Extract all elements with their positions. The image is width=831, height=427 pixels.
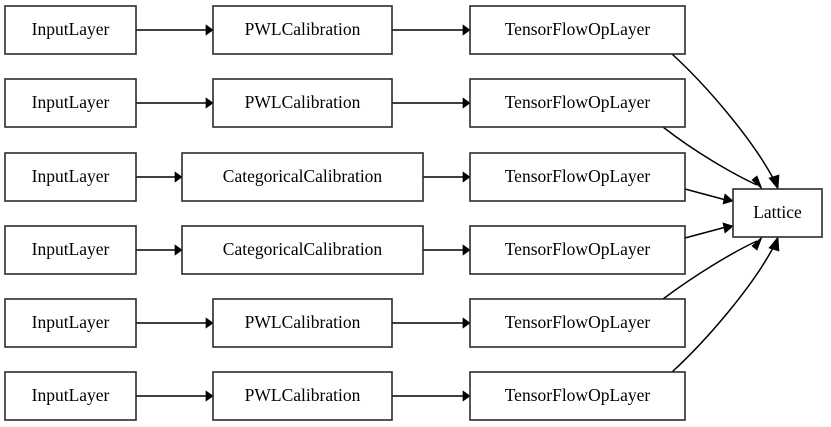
arrowhead-op-to-lattice-row-1 [768, 174, 780, 190]
node-box-input-layer-row-5[interactable] [4, 298, 137, 348]
node-label-input-layer-row-4: InputLayer [32, 239, 110, 259]
arrowhead-calibration-to-op-row-1 [462, 24, 471, 36]
node-calibration-row-6[interactable]: PWLCalibration [212, 371, 393, 421]
edge-group-calibration-to-op [392, 24, 471, 402]
node-box-calibration-row-6[interactable] [212, 371, 393, 421]
node-op-layer-row-1[interactable]: TensorFlowOpLayer [469, 5, 686, 55]
arrowhead-input-to-calibration-row-4 [174, 244, 183, 256]
node-op-layer-row-4[interactable]: TensorFlowOpLayer [469, 225, 686, 275]
node-input-layer-row-6[interactable]: InputLayer [4, 371, 137, 421]
arrowhead-op-to-lattice-row-3 [722, 193, 734, 205]
node-box-calibration-row-1[interactable] [212, 5, 393, 55]
node-box-op-layer-row-3[interactable] [469, 152, 686, 202]
graph-row-3: InputLayer CategoricalCalibration Tensor… [4, 152, 686, 202]
edge-op-to-lattice-row-3 [684, 188, 727, 201]
node-label-input-layer-row-2: InputLayer [32, 92, 110, 112]
node-box-input-layer-row-2[interactable] [4, 78, 137, 128]
graph-row-2: InputLayer PWLCalibration TensorFlowOpLa… [4, 78, 686, 128]
node-label-input-layer-row-5: InputLayer [32, 312, 110, 332]
node-label-op-layer-row-2: TensorFlowOpLayer [505, 92, 651, 112]
arrowhead-op-to-lattice-row-5 [751, 236, 763, 251]
node-box-calibration-row-2[interactable] [212, 78, 393, 128]
arrowhead-input-to-calibration-row-2 [205, 97, 214, 109]
edge-op-to-lattice-row-6 [671, 245, 775, 373]
arrowhead-input-to-calibration-row-3 [174, 171, 183, 183]
arrowhead-calibration-to-op-row-5 [462, 317, 471, 329]
arrowhead-op-to-lattice-row-6 [768, 236, 780, 252]
node-label-calibration-row-1: PWLCalibration [245, 19, 361, 39]
node-lattice[interactable]: Lattice [732, 188, 823, 238]
node-box-input-layer-row-3[interactable] [4, 152, 137, 202]
node-label-op-layer-row-6: TensorFlowOpLayer [505, 385, 651, 405]
node-calibration-row-2[interactable]: PWLCalibration [212, 78, 393, 128]
node-label-calibration-row-6: PWLCalibration [245, 385, 361, 405]
arrowhead-op-to-lattice-row-2 [751, 175, 763, 190]
node-input-layer-row-5[interactable]: InputLayer [4, 298, 137, 348]
node-op-layer-row-2[interactable]: TensorFlowOpLayer [469, 78, 686, 128]
arrowhead-input-to-calibration-row-6 [205, 390, 214, 402]
node-box-op-layer-row-2[interactable] [469, 78, 686, 128]
node-input-layer-row-2[interactable]: InputLayer [4, 78, 137, 128]
node-input-layer-row-4[interactable]: InputLayer [4, 225, 137, 275]
edge-op-to-lattice-row-4 [684, 226, 727, 239]
node-label-op-layer-row-4: TensorFlowOpLayer [505, 239, 651, 259]
node-box-op-layer-row-5[interactable] [469, 298, 686, 348]
node-box-op-layer-row-4[interactable] [469, 225, 686, 275]
node-op-layer-row-3[interactable]: TensorFlowOpLayer [469, 152, 686, 202]
node-calibration-row-3[interactable]: CategoricalCalibration [181, 152, 424, 202]
node-box-input-layer-row-6[interactable] [4, 371, 137, 421]
edge-group-op-to-lattice [662, 53, 780, 373]
arrowhead-calibration-to-op-row-2 [462, 97, 471, 109]
edge-op-to-lattice-row-5 [662, 240, 758, 300]
edge-op-to-lattice-row-2 [662, 126, 758, 186]
arrowhead-input-to-calibration-row-1 [205, 24, 214, 36]
graph-row-4: InputLayer CategoricalCalibration Tensor… [4, 225, 686, 275]
node-input-layer-row-3[interactable]: InputLayer [4, 152, 137, 202]
node-calibration-row-5[interactable]: PWLCalibration [212, 298, 393, 348]
node-box-lattice[interactable] [732, 188, 823, 238]
node-label-calibration-row-2: PWLCalibration [245, 92, 361, 112]
node-label-lattice: Lattice [753, 202, 802, 222]
arrowhead-calibration-to-op-row-6 [462, 390, 471, 402]
node-label-op-layer-row-3: TensorFlowOpLayer [505, 166, 651, 186]
node-label-calibration-row-4: CategoricalCalibration [223, 239, 383, 259]
edge-group-input-to-calibration [136, 24, 214, 402]
node-box-calibration-row-3[interactable] [181, 152, 424, 202]
node-label-input-layer-row-3: InputLayer [32, 166, 110, 186]
node-label-input-layer-row-6: InputLayer [32, 385, 110, 405]
node-label-calibration-row-5: PWLCalibration [245, 312, 361, 332]
node-box-op-layer-row-6[interactable] [469, 371, 686, 421]
arrowhead-op-to-lattice-row-4 [722, 222, 734, 234]
node-box-op-layer-row-1[interactable] [469, 5, 686, 55]
graph-row-1: InputLayer PWLCalibration TensorFlowOpLa… [4, 5, 686, 55]
node-label-input-layer-row-1: InputLayer [32, 19, 110, 39]
node-input-layer-row-1[interactable]: InputLayer [4, 5, 137, 55]
node-calibration-row-1[interactable]: PWLCalibration [212, 5, 393, 55]
arrowhead-input-to-calibration-row-5 [205, 317, 214, 329]
node-op-layer-row-5[interactable]: TensorFlowOpLayer [469, 298, 686, 348]
node-box-calibration-row-5[interactable] [212, 298, 393, 348]
node-box-input-layer-row-4[interactable] [4, 225, 137, 275]
graph-row-6: InputLayer PWLCalibration TensorFlowOpLa… [4, 371, 686, 421]
node-label-op-layer-row-1: TensorFlowOpLayer [505, 19, 651, 39]
node-box-input-layer-row-1[interactable] [4, 5, 137, 55]
arrowhead-calibration-to-op-row-4 [462, 244, 471, 256]
node-op-layer-row-6[interactable]: TensorFlowOpLayer [469, 371, 686, 421]
node-calibration-row-4[interactable]: CategoricalCalibration [181, 225, 424, 275]
node-box-calibration-row-4[interactable] [181, 225, 424, 275]
node-label-calibration-row-3: CategoricalCalibration [223, 166, 383, 186]
arrowhead-calibration-to-op-row-3 [462, 171, 471, 183]
edge-op-to-lattice-row-1 [671, 53, 775, 181]
graph-row-5: InputLayer PWLCalibration TensorFlowOpLa… [4, 298, 686, 348]
node-label-op-layer-row-5: TensorFlowOpLayer [505, 312, 651, 332]
